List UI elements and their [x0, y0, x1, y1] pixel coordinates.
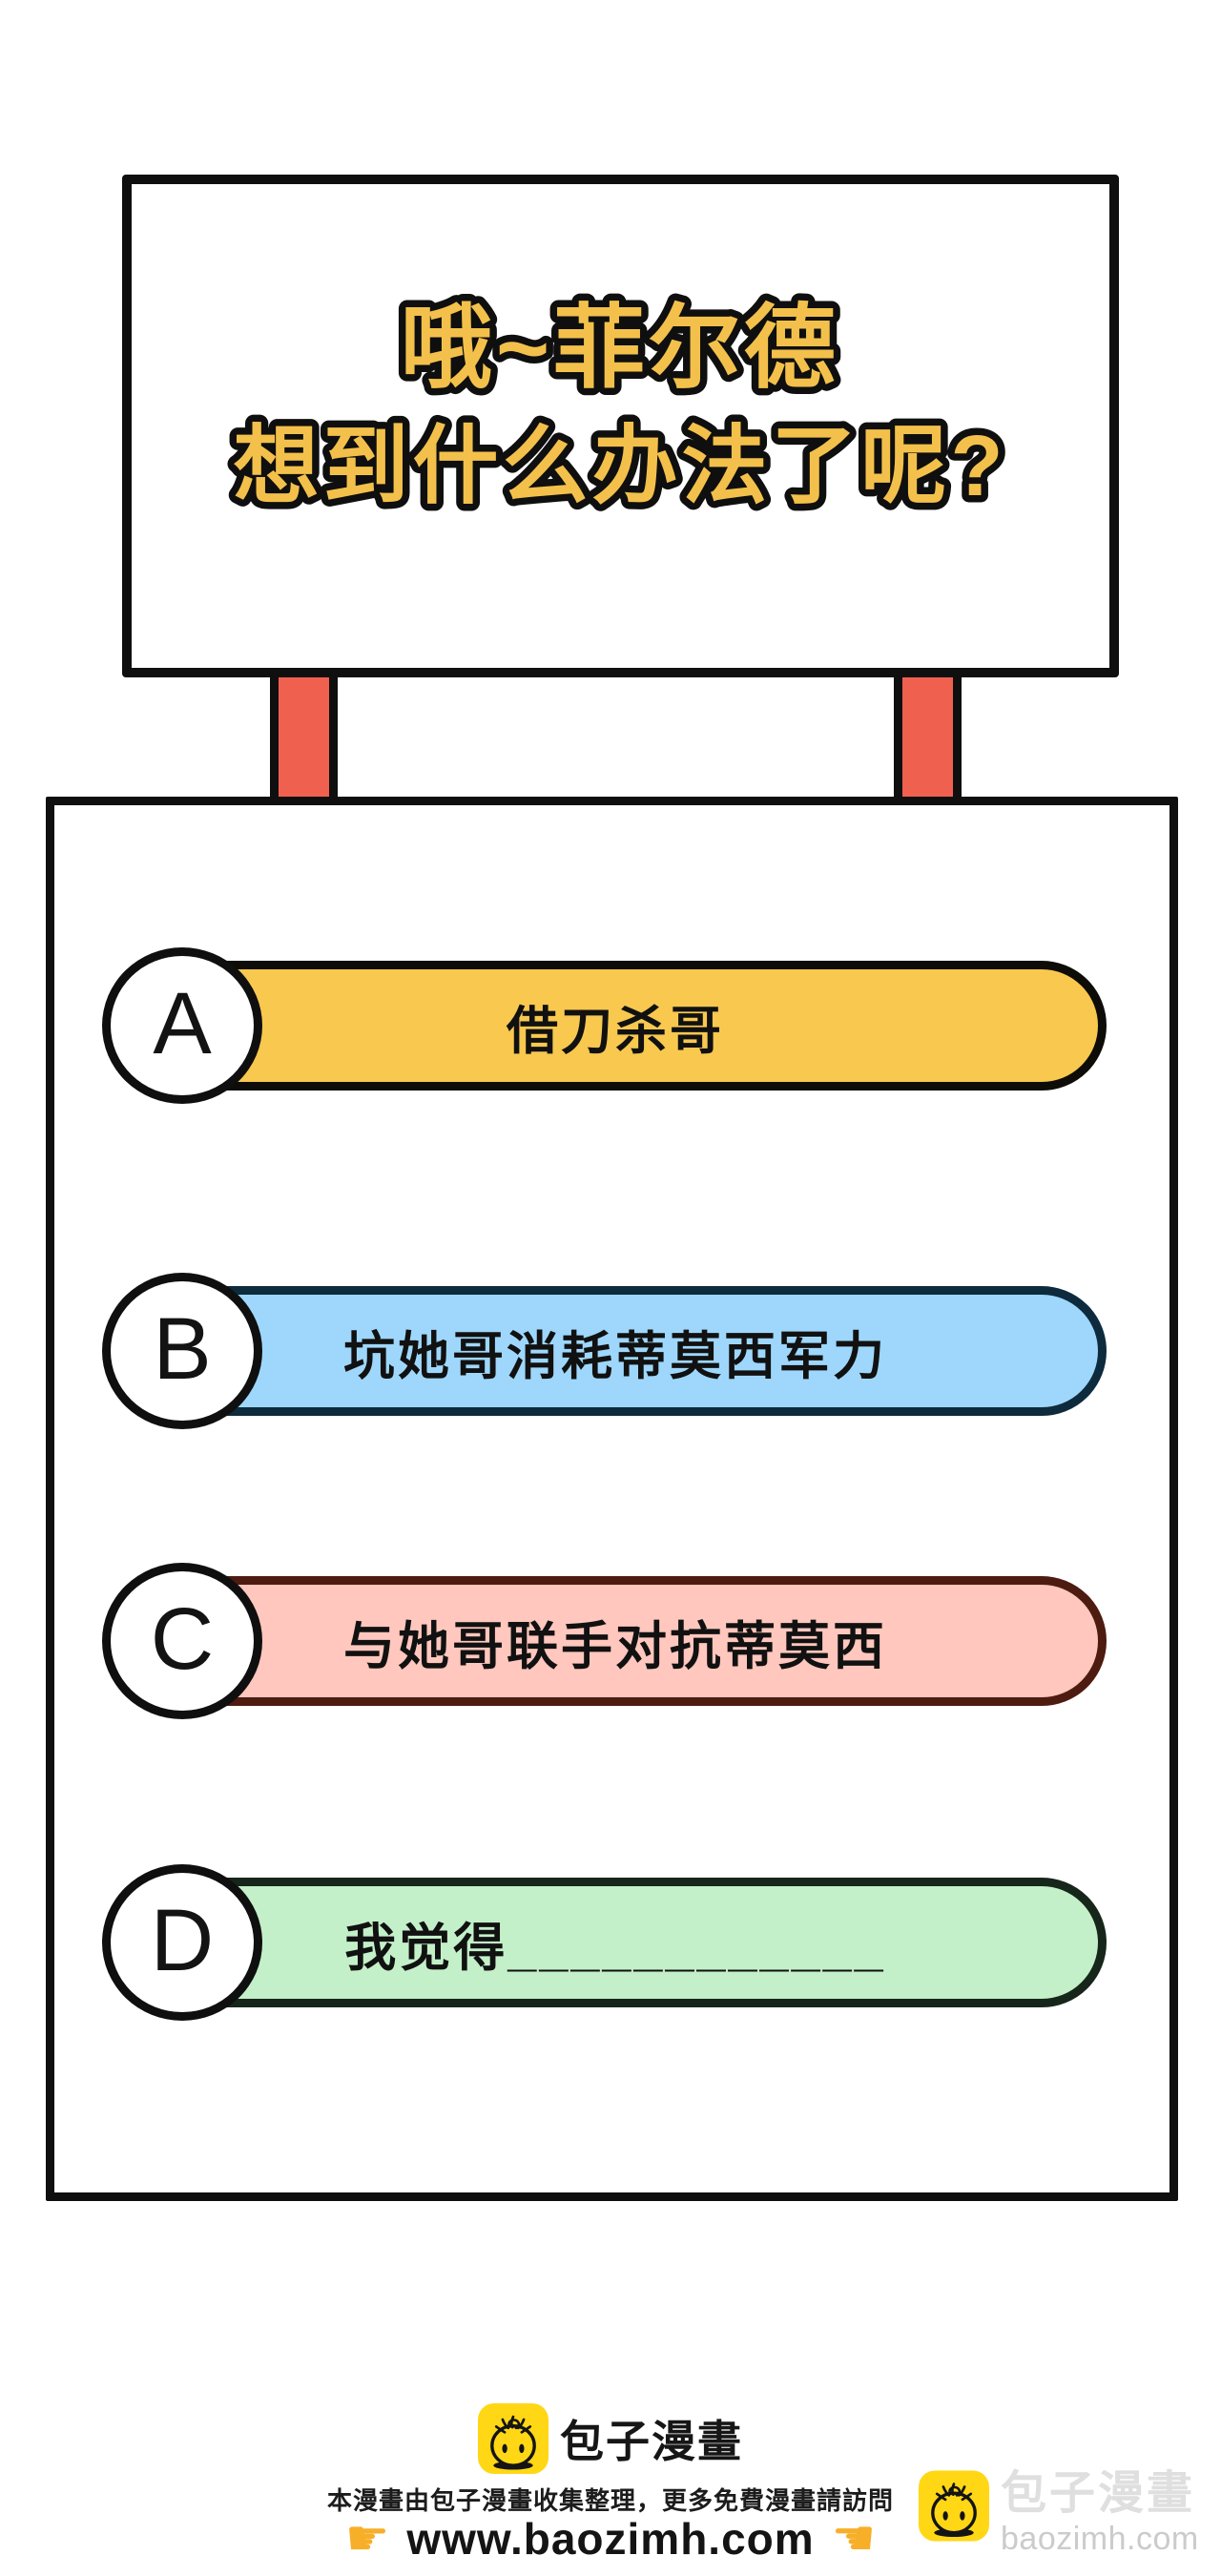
option-a-button[interactable]: 借刀杀哥 [124, 961, 1107, 1091]
option-c-badge: C [102, 1563, 262, 1719]
footer-url-row: ☛ www.baozimh.com ☚ [0, 2511, 1221, 2566]
question-title-line1: 哦~菲尔德 [401, 298, 839, 400]
option-b-label: 坑她哥消耗蒂莫西军力 [343, 1327, 887, 1385]
footer-url-link[interactable]: www.baozimh.com [406, 2514, 815, 2564]
option-c-letter: C [150, 1589, 215, 1688]
footer-brand-name: 包子漫畫 [560, 2417, 743, 2466]
watermark-text-block: 包子漫畫 baozimh.com [1001, 2468, 1199, 2557]
sign-post-right [894, 668, 962, 801]
watermark-domain: baozimh.com [1001, 2520, 1199, 2557]
option-d-letter: D [150, 1891, 215, 1989]
option-a-badge: A [102, 947, 262, 1104]
question-sign-board: 哦~菲尔德 想到什么办法了呢? [122, 175, 1119, 677]
option-c-button[interactable]: 与她哥联手对抗蒂莫西 [124, 1576, 1107, 1706]
footer-notice-text: 本漫畫由包子漫畫收集整理，更多免費漫畫請訪問 [326, 2486, 894, 2515]
option-b-letter: B [153, 1299, 212, 1398]
option-b-badge: B [102, 1273, 262, 1429]
pointing-left-hand-icon: ☚ [831, 2510, 877, 2567]
sign-post-left [270, 668, 338, 801]
watermark-brand-name: 包子漫畫 [1001, 2468, 1196, 2519]
question-title: 哦~菲尔德 想到什么办法了呢? [226, 290, 1010, 522]
option-a-label: 借刀杀哥 [507, 1002, 724, 1060]
footer-brand-row: 包子漫畫 [0, 2402, 1221, 2475]
option-d-label: 我觉得____________ [344, 1919, 886, 1977]
option-d-badge: D [102, 1864, 262, 2021]
question-title-line2: 想到什么办法了呢? [234, 419, 1007, 514]
option-b-button[interactable]: 坑她哥消耗蒂莫西军力 [124, 1286, 1107, 1416]
baozi-watermark-logo-icon [919, 2469, 989, 2543]
option-a-letter: A [153, 974, 212, 1072]
option-d-button[interactable]: 我觉得____________ [124, 1878, 1107, 2007]
pointing-right-hand-icon: ☛ [344, 2510, 390, 2567]
site-watermark: 包子漫畫 baozimh.com [919, 2468, 1199, 2557]
baozi-logo-icon [478, 2403, 548, 2474]
option-c-label: 与她哥联手对抗蒂莫西 [343, 1617, 887, 1675]
